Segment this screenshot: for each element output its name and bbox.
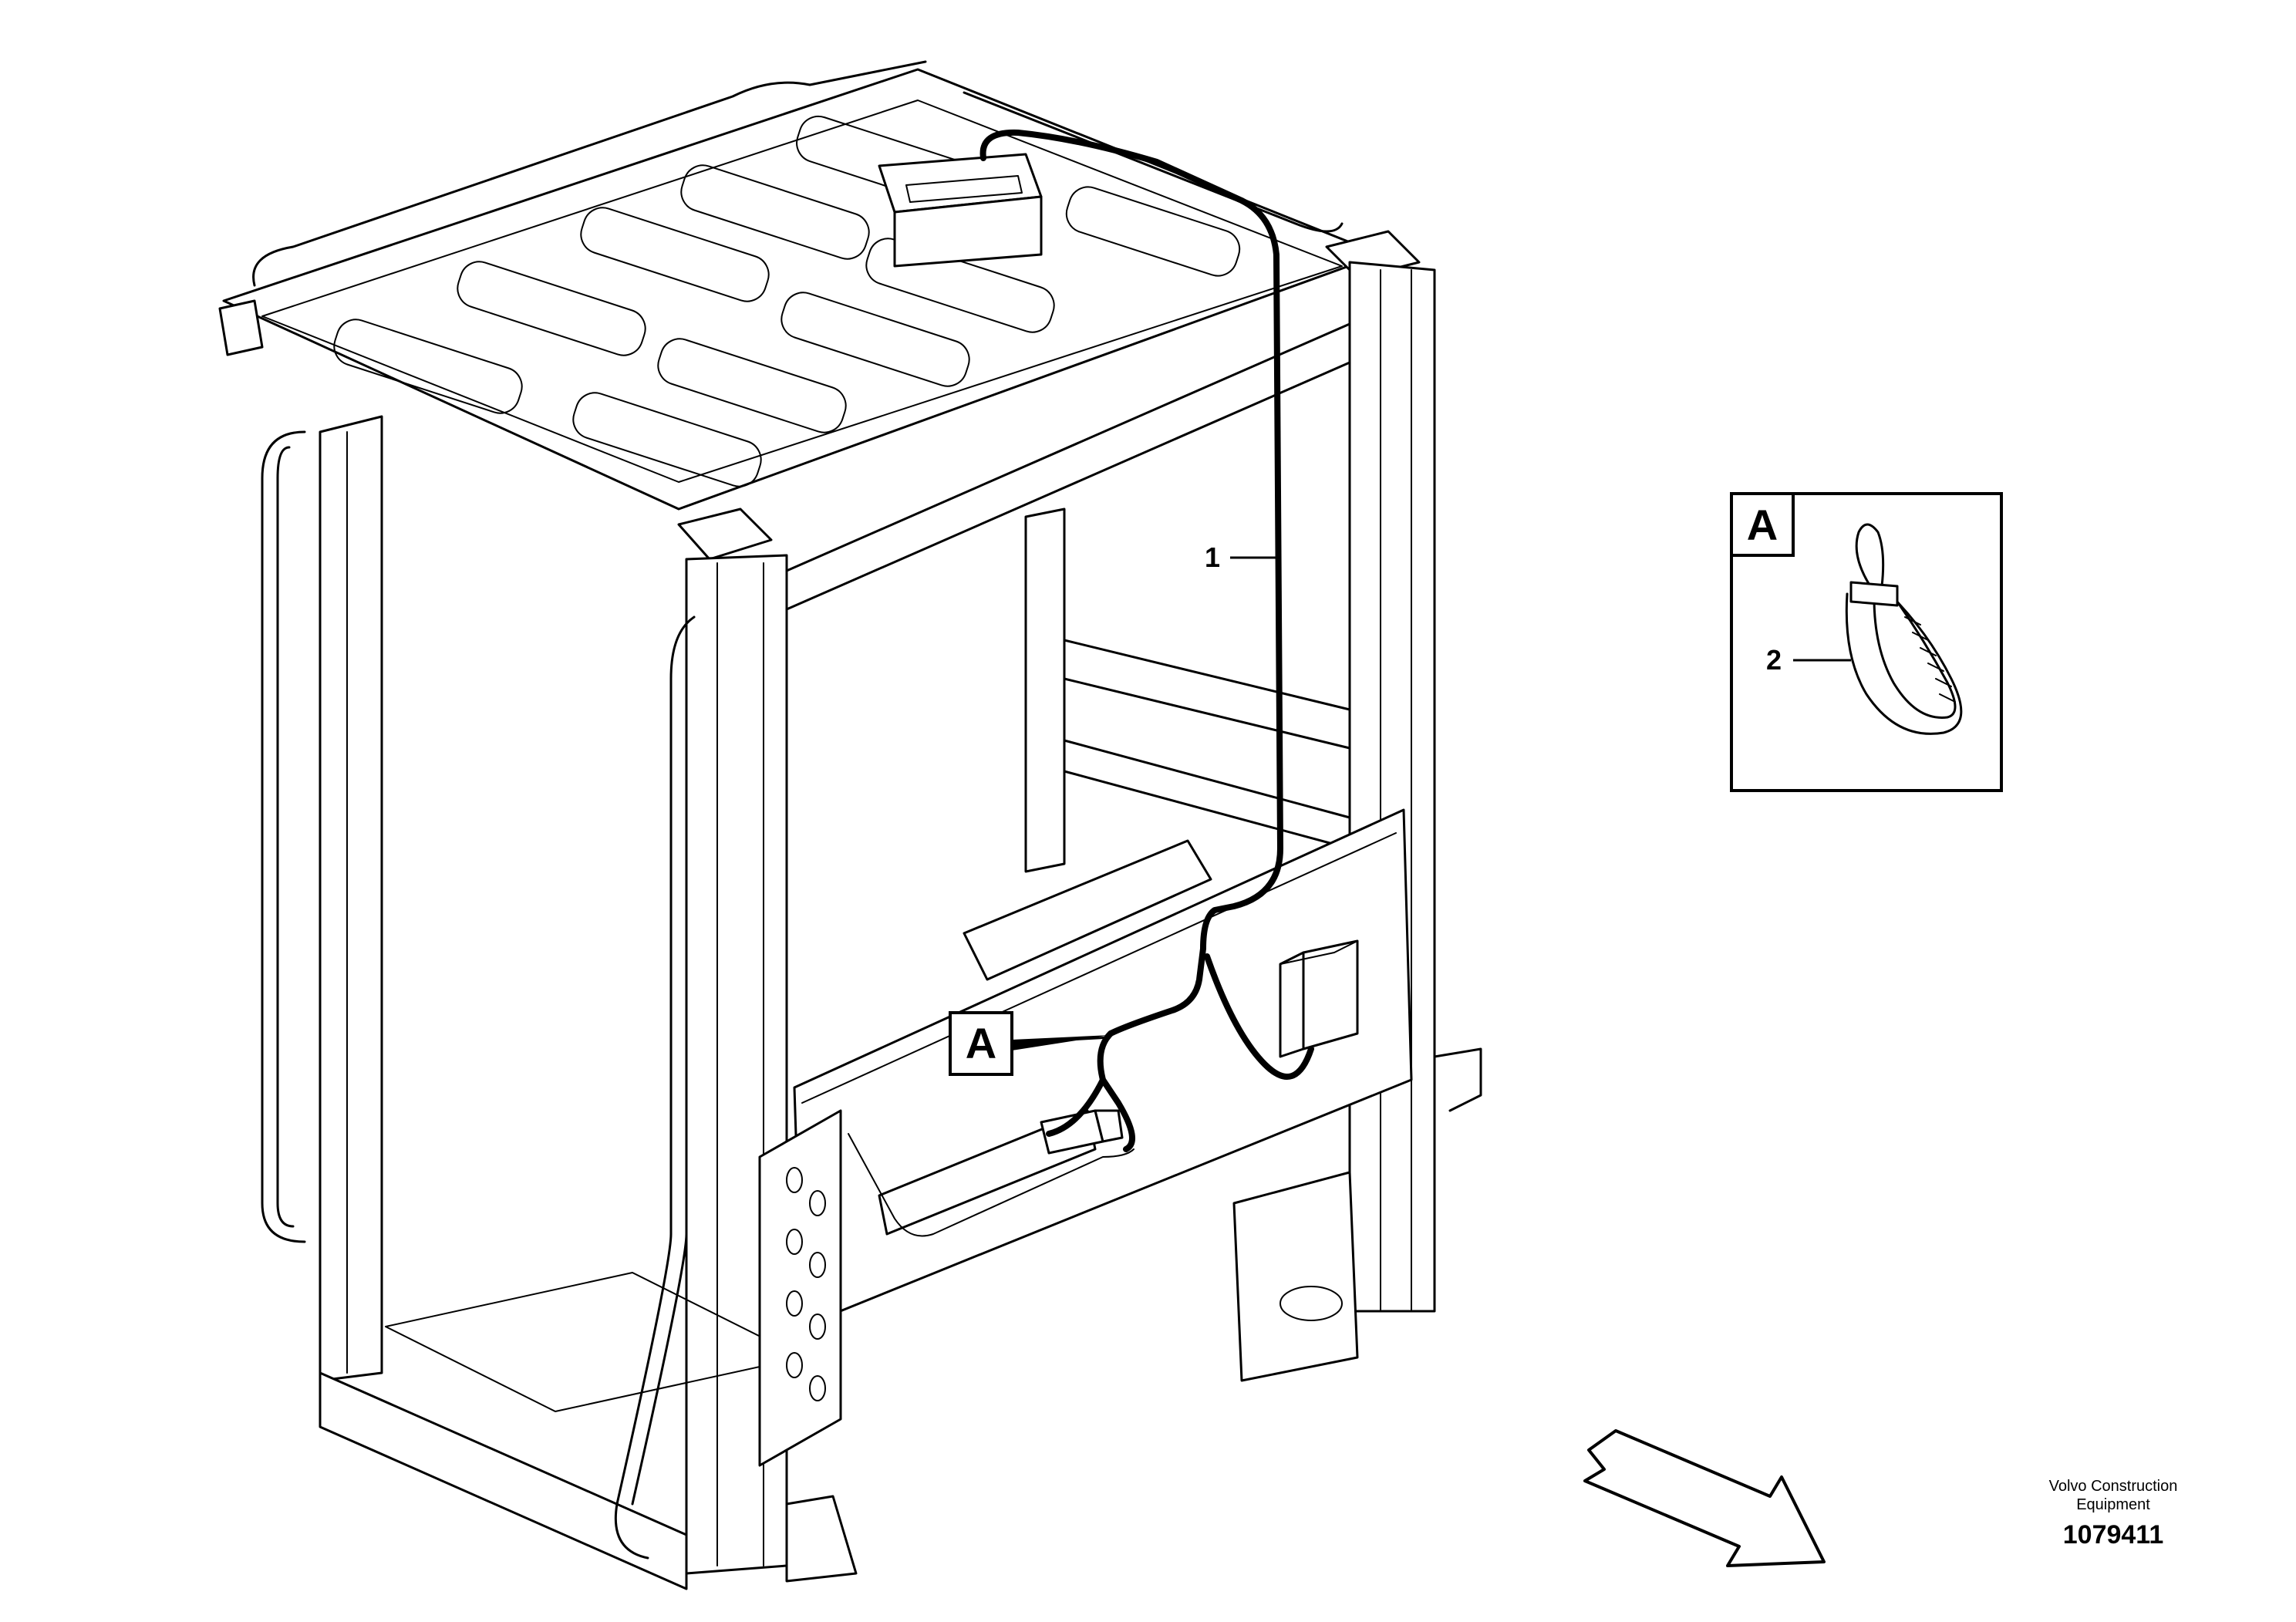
part-label-1: 1 xyxy=(1205,541,1220,573)
company-name-line-2: Equipment xyxy=(2076,1496,2150,1513)
front-right-post xyxy=(1348,261,1436,1313)
roof-slots xyxy=(333,115,1241,487)
console-slot xyxy=(878,1109,1097,1236)
roof-rail xyxy=(252,60,927,287)
front-grab-handle xyxy=(614,615,696,1560)
cab-frame xyxy=(218,60,1482,1590)
roof-panel xyxy=(222,68,1382,511)
rear-right-post xyxy=(1024,508,1066,873)
middle-cross-beam xyxy=(1063,639,1351,711)
relay-box xyxy=(1279,939,1359,1058)
footer-block: Volvo Construction Equipment 1079411 xyxy=(1998,1477,2229,1551)
left-base-mount xyxy=(785,1495,858,1583)
upper-cross-beam xyxy=(785,322,1351,572)
right-base-mount xyxy=(1232,1171,1359,1382)
corner-plate-left xyxy=(218,299,264,356)
figure-number: 1079411 xyxy=(2062,1520,2164,1549)
detail-box-a-label: A xyxy=(1747,501,1778,549)
detail-box-a: A 2 xyxy=(1730,492,2003,792)
detail-ref-a-text: A xyxy=(966,1019,996,1067)
forward-direction-arrow-icon xyxy=(1583,1429,1826,1567)
left-grab-handle xyxy=(261,430,306,1243)
panel-holes xyxy=(786,1167,826,1401)
floor-frame xyxy=(319,1371,688,1590)
part-label-2: 2 xyxy=(1766,644,1782,676)
detail-ref-a-marker: A xyxy=(949,1011,1111,1076)
roof-control-unit xyxy=(878,153,1043,268)
roof-panel-inner xyxy=(261,99,1343,483)
company-name-line-1: Volvo Construction xyxy=(2048,1478,2178,1495)
side-panel-with-holes xyxy=(758,1109,842,1467)
cable-tie-icon xyxy=(1845,523,1963,735)
console-top-box xyxy=(963,839,1212,981)
corner-plate-front-left xyxy=(677,508,773,561)
cable-harness-part-1 xyxy=(979,129,1283,1152)
rear-left-post xyxy=(319,415,383,1382)
